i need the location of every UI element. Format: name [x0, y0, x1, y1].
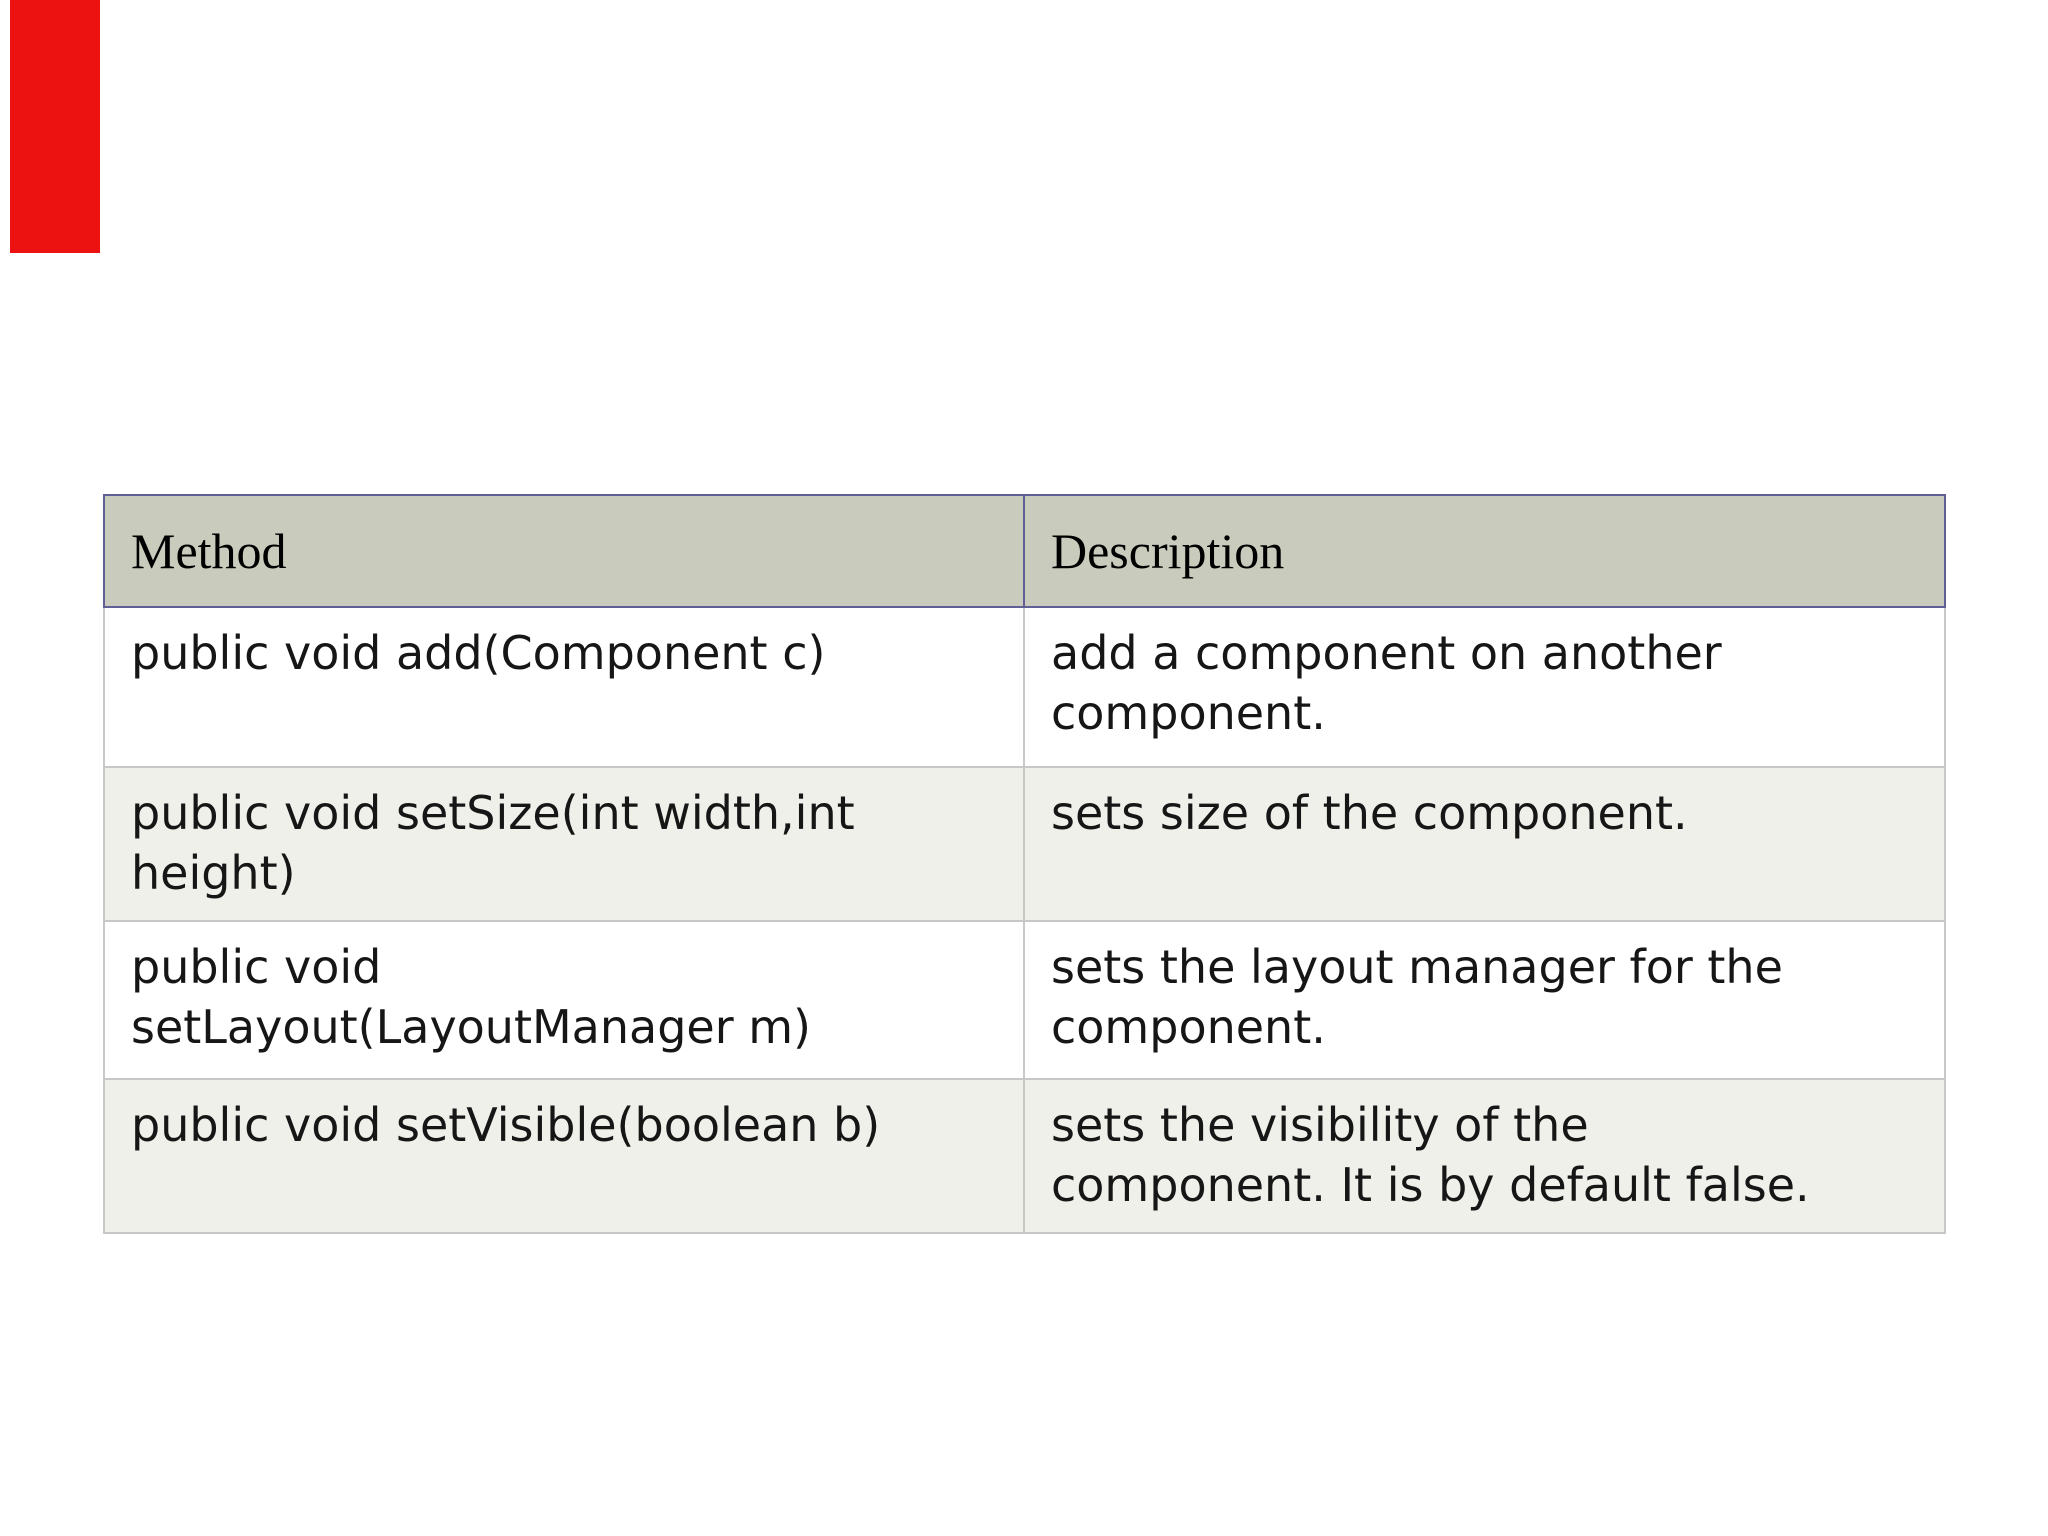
- header-description-label: Description: [1051, 523, 1285, 579]
- table-header-row: Method Description: [103, 494, 1946, 608]
- description-cell: add a component on another component.: [1023, 608, 1944, 766]
- header-cell-description: Description: [1023, 496, 1944, 606]
- description-cell: sets the visibility of the component. It…: [1023, 1080, 1944, 1232]
- table-row: public void add(Component c) add a compo…: [103, 608, 1946, 766]
- method-cell: public void setVisible(boolean b): [131, 1098, 881, 1152]
- table-row: public void setVisible(boolean b) sets t…: [103, 1078, 1946, 1234]
- method-cell: public void setLayout(LayoutManager m): [131, 940, 812, 1054]
- header-cell-method: Method: [105, 496, 1023, 606]
- table-row: public void setLayout(LayoutManager m) s…: [103, 920, 1946, 1078]
- description-cell: sets the layout manager for the componen…: [1023, 922, 1944, 1078]
- description-cell: sets size of the component.: [1023, 768, 1944, 920]
- header-method-label: Method: [131, 523, 287, 579]
- red-marker-rectangle: [10, 0, 100, 253]
- methods-table: Method Description public void add(Compo…: [103, 494, 1946, 1234]
- method-cell: public void add(Component c): [131, 626, 826, 680]
- method-cell: public void setSize(int width,int height…: [131, 786, 855, 900]
- table-row: public void setSize(int width,int height…: [103, 766, 1946, 920]
